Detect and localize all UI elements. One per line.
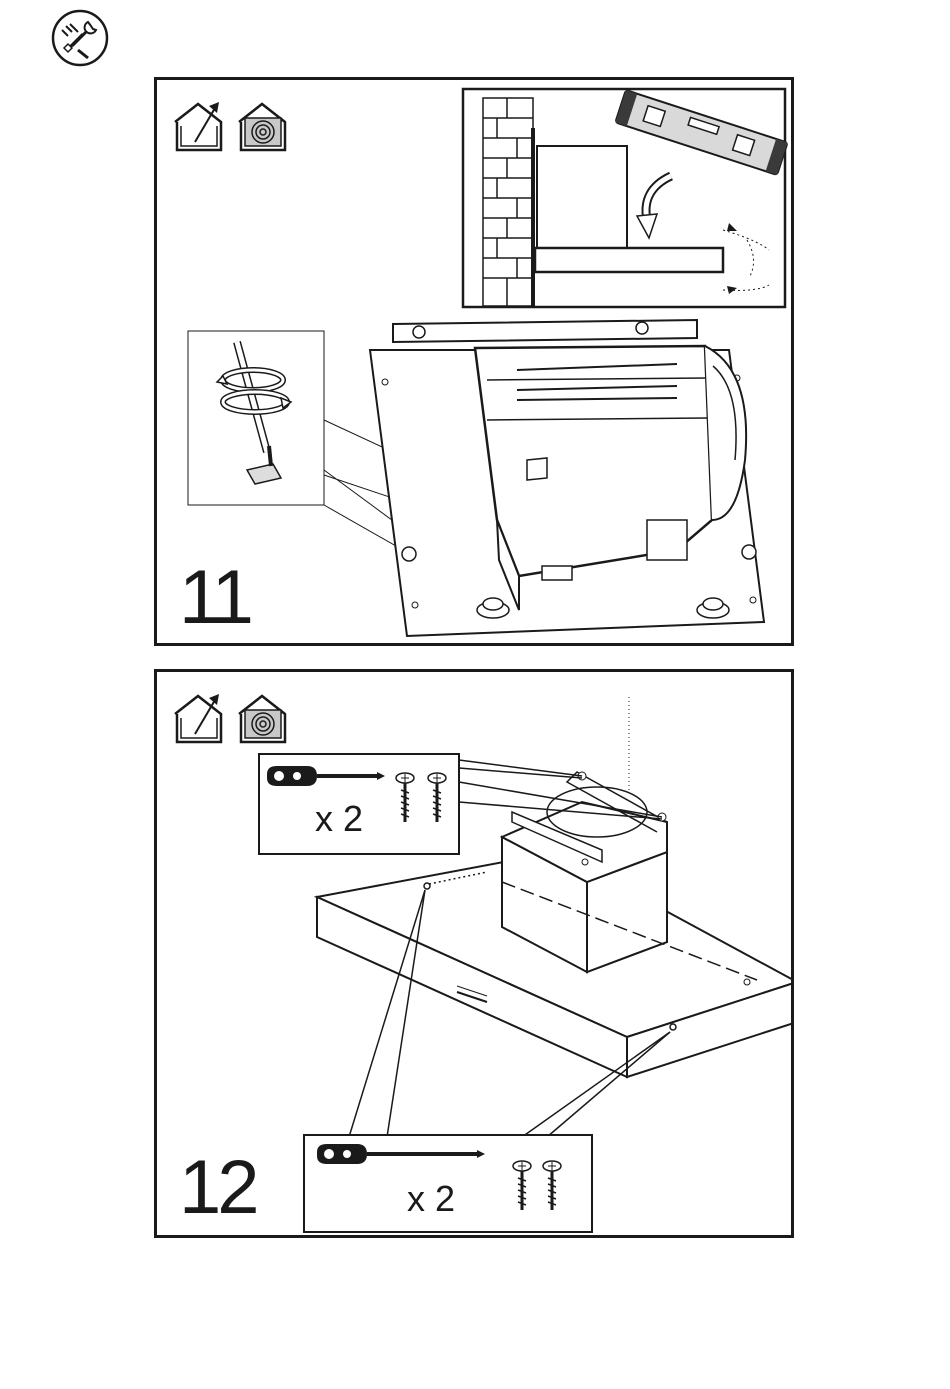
wall-bracket-level-detail [463,89,788,307]
ducted-mode-icon [175,102,221,150]
screw-adjust-detail [188,331,324,505]
step-number: 12 [179,1150,256,1226]
recirculation-mode-icon [239,696,285,742]
tools-icon [50,8,110,68]
recirculation-mode-icon [239,104,285,150]
screw-quantity: x 2 [315,798,363,840]
step-11-panel: 11 [154,77,794,646]
step-12-panel: x 2 x 2 12 [154,669,794,1238]
step-number: 11 [179,560,250,636]
screw-quantity: x 2 [407,1178,455,1220]
hood-motor-underside [370,320,764,636]
ducted-mode-icon [175,694,221,742]
